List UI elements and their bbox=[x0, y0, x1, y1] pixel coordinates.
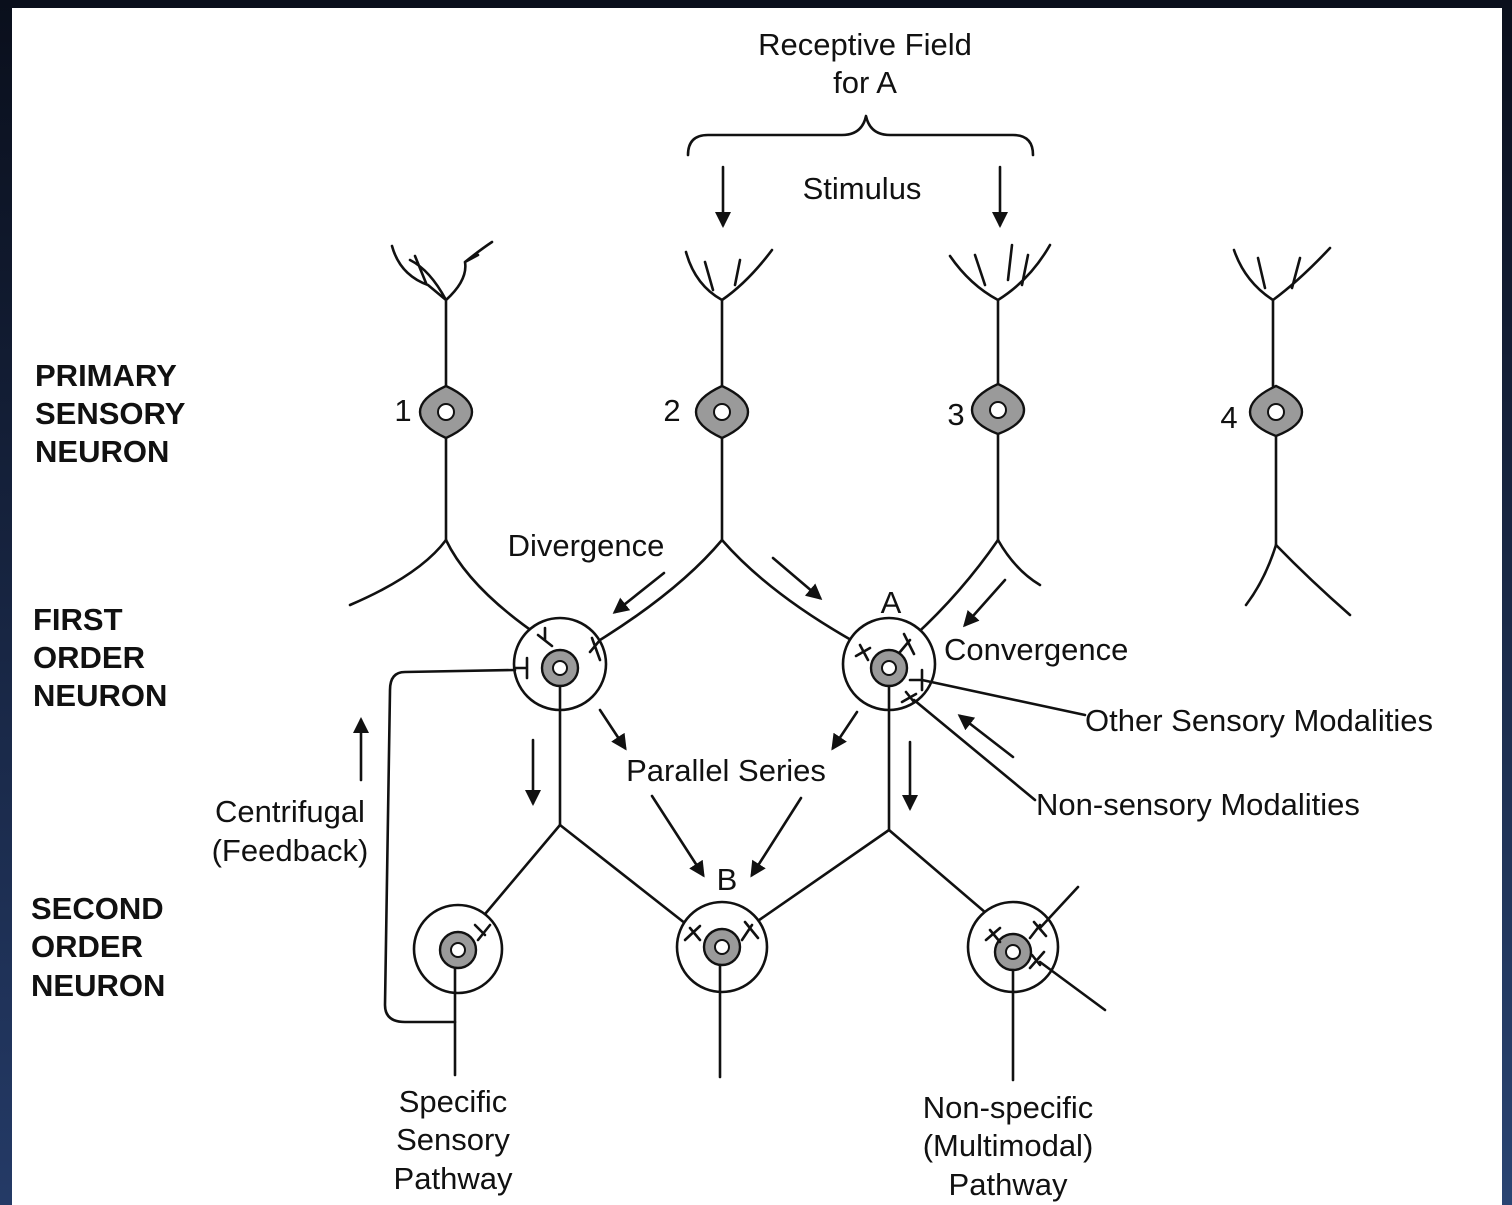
other-sensory-label: Other Sensory Modalities bbox=[1085, 703, 1433, 738]
divergence-arrows bbox=[612, 556, 823, 614]
nonspecific-pathway-label-1: Non-specific bbox=[923, 1090, 1094, 1125]
parallel-series-label: Parallel Series bbox=[626, 753, 826, 788]
primary-header-3: NEURON bbox=[35, 434, 169, 469]
neuron-number-3: 3 bbox=[947, 397, 964, 432]
primary-soma-1 bbox=[418, 384, 474, 440]
text-labels: Receptive Field for A Stimulus PRIMARY S… bbox=[31, 27, 1433, 1202]
first-order-neuron-left bbox=[383, 616, 702, 1024]
primary-neuron-2 bbox=[598, 248, 862, 647]
neuron-diagram: Receptive Field for A Stimulus PRIMARY S… bbox=[31, 27, 1433, 1202]
primary-header-2: SENSORY bbox=[35, 396, 186, 431]
divergence-label: Divergence bbox=[508, 528, 665, 563]
first-header-2: ORDER bbox=[33, 640, 145, 675]
second-header-3: NEURON bbox=[31, 968, 165, 1003]
first-header-1: FIRST bbox=[33, 602, 123, 637]
specific-pathway-label-1: Specific bbox=[399, 1084, 508, 1119]
receptive-field-label-2: for A bbox=[833, 65, 897, 100]
second-order-neuron-b bbox=[675, 900, 769, 1079]
primary-soma-4 bbox=[1248, 384, 1304, 438]
primary-neuron-1 bbox=[348, 240, 547, 642]
stimulus-label: Stimulus bbox=[803, 171, 922, 206]
neuron-a-label: A bbox=[881, 585, 902, 620]
primary-soma-3 bbox=[970, 382, 1026, 436]
frame-top bbox=[0, 0, 1512, 8]
second-order-neuron-left bbox=[412, 903, 504, 1077]
primary-neuron-3 bbox=[908, 243, 1052, 642]
centrifugal-label-1: Centrifugal bbox=[215, 794, 365, 829]
frame-left bbox=[0, 0, 12, 1205]
neuron-number-1: 1 bbox=[394, 393, 411, 428]
second-header-2: ORDER bbox=[31, 929, 143, 964]
non-sensory-arrow bbox=[957, 714, 1015, 759]
specific-pathway-label-3: Pathway bbox=[394, 1161, 513, 1196]
primary-neuron-4 bbox=[1232, 246, 1352, 617]
receptive-field-label-1: Receptive Field bbox=[758, 27, 972, 62]
primary-header-1: PRIMARY bbox=[35, 358, 177, 393]
non-sensory-label: Non-sensory Modalities bbox=[1036, 787, 1360, 822]
receptive-field-brace bbox=[686, 114, 1035, 157]
nonspecific-pathway-label-3: Pathway bbox=[949, 1167, 1068, 1202]
nonspecific-pathway-label-2: (Multimodal) bbox=[923, 1128, 1094, 1163]
frame-right bbox=[1502, 0, 1512, 1205]
neuron-number-4: 4 bbox=[1220, 400, 1237, 435]
centrifugal-label-2: (Feedback) bbox=[212, 833, 369, 868]
stimulus-arrows bbox=[715, 165, 1008, 228]
second-header-1: SECOND bbox=[31, 891, 164, 926]
convergence-label: Convergence bbox=[944, 632, 1128, 667]
primary-soma-2 bbox=[694, 384, 750, 440]
parallel-series-arrows bbox=[598, 708, 859, 878]
diagram-canvas: Receptive Field for A Stimulus PRIMARY S… bbox=[12, 8, 1502, 1205]
first-header-3: NEURON bbox=[33, 678, 167, 713]
convergence-arrow bbox=[963, 578, 1007, 628]
neuron-b-label: B bbox=[717, 862, 738, 897]
first-order-neuron-a bbox=[750, 616, 1087, 927]
second-order-neuron-right bbox=[966, 885, 1107, 1082]
specific-pathway-label-2: Sensory bbox=[396, 1122, 510, 1157]
neuron-number-2: 2 bbox=[663, 393, 680, 428]
downward-arrows bbox=[525, 738, 918, 811]
